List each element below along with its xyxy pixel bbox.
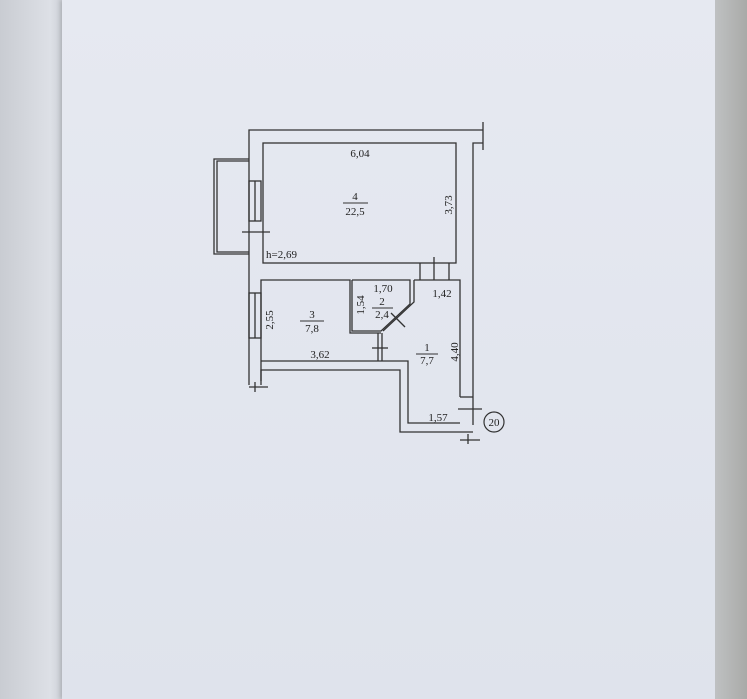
- ceiling-height: h=2,69: [266, 249, 297, 261]
- desk-edge: [715, 0, 747, 699]
- room2-number: 2: [379, 296, 385, 308]
- corridor-width: 1,42: [432, 288, 451, 300]
- corridor-length: 4,40: [449, 342, 461, 362]
- apartment-number-circle: [483, 411, 505, 433]
- walls: [213, 122, 484, 444]
- apartment-number: 20: [489, 417, 501, 429]
- room4-area: 22,5: [345, 206, 365, 218]
- room1-area: 7,7: [420, 355, 434, 367]
- room2-depth: 1,54: [355, 295, 367, 315]
- paper-sheet: [62, 0, 717, 699]
- notebook-binding: [0, 0, 72, 699]
- room4-depth: 3,73: [443, 195, 455, 215]
- room4-number: 4: [352, 191, 358, 203]
- room3-number: 3: [309, 309, 315, 321]
- room1-number: 1: [424, 342, 430, 354]
- room2-area: 2,4: [375, 309, 389, 321]
- room3-area: 7,8: [305, 323, 319, 335]
- room3-depth: 2,55: [264, 310, 276, 330]
- corridor-bottom: 1,57: [428, 412, 448, 424]
- room2-width: 1,70: [373, 283, 393, 295]
- room4-width: 6,04: [350, 148, 370, 160]
- room3-width: 3,62: [310, 349, 329, 361]
